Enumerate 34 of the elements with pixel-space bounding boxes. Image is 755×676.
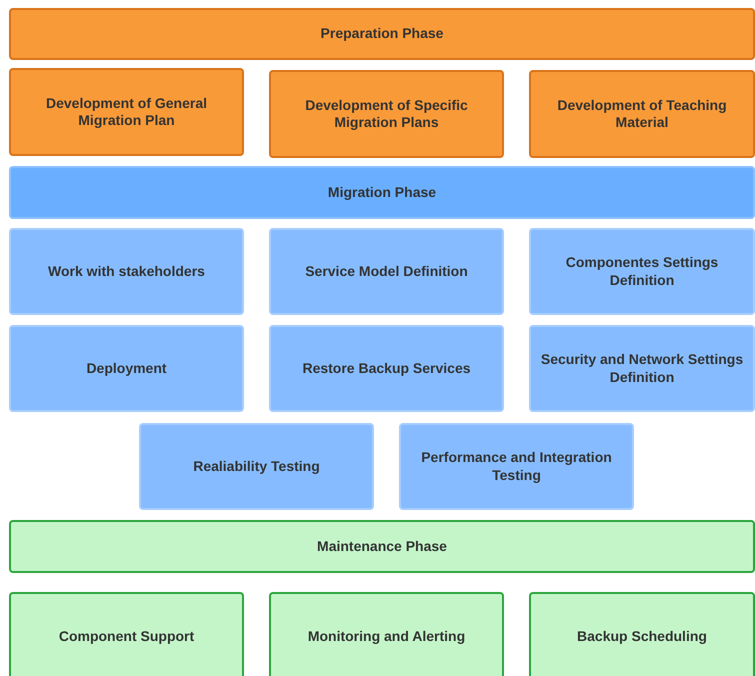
task-box [269, 228, 504, 315]
box-label: Service Model Definition [305, 262, 468, 280]
box-label: Development of General Migration Plan [44, 94, 208, 130]
box-label: Performance and Integration Testing [420, 449, 613, 484]
phase-bar [9, 166, 755, 219]
box-label: Security and Network Settings Definition [540, 351, 744, 386]
task-box [9, 592, 244, 676]
box-label: Monitoring and Alerting [308, 628, 466, 646]
task-box [9, 325, 244, 412]
phase-bar [9, 520, 755, 573]
task-box [269, 70, 504, 158]
box-label: Backup Scheduling [577, 628, 707, 646]
task-box [529, 70, 755, 158]
box-label: Deployment [86, 360, 167, 378]
phase-bar [9, 8, 755, 60]
task-box [529, 592, 755, 676]
task-box [139, 423, 374, 510]
box-label: Maintenance Phase [317, 538, 447, 556]
box-label: Development of Teaching Material [556, 96, 728, 132]
task-box [9, 68, 244, 156]
box-label: Development of Specific Migration Plans [304, 96, 469, 132]
box-label: Componentes Settings Definition [564, 254, 720, 289]
task-box [9, 228, 244, 315]
task-box [529, 325, 755, 412]
box-label: Restore Backup Services [302, 360, 471, 378]
box-label: Migration Phase [328, 184, 436, 202]
task-box [399, 423, 634, 510]
box-label: Component Support [58, 628, 194, 646]
task-box [529, 228, 755, 315]
task-box [269, 325, 504, 412]
task-box [269, 592, 504, 676]
box-label: Preparation Phase [320, 25, 444, 43]
box-label: Work with stakeholders [48, 262, 205, 280]
box-label: Realiability Testing [193, 458, 320, 476]
